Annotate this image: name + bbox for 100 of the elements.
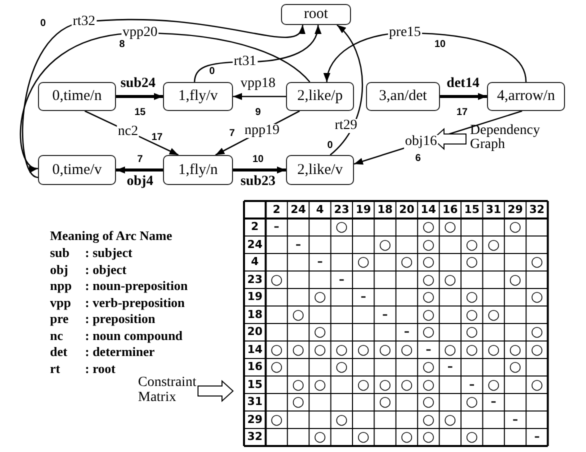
circle-mark: ○ bbox=[422, 396, 435, 408]
circle-mark: ○ bbox=[336, 344, 348, 356]
arc-meaning: : noun-preposition bbox=[85, 278, 188, 293]
circle-mark: ○ bbox=[378, 396, 392, 408]
circle-mark: ○ bbox=[422, 221, 435, 234]
circle-mark: ○ bbox=[444, 414, 456, 426]
dash-mark: – bbox=[404, 326, 410, 338]
row-header: 14 bbox=[247, 344, 262, 356]
row-header: 31 bbox=[247, 396, 262, 408]
circle-mark: ○ bbox=[422, 431, 435, 444]
circle-mark: ○ bbox=[422, 291, 435, 304]
circle-mark: ○ bbox=[378, 378, 392, 391]
circle-mark: ○ bbox=[400, 344, 413, 356]
circle-mark: ○ bbox=[292, 378, 304, 391]
row-header: 29 bbox=[247, 414, 262, 426]
circle-mark: ○ bbox=[314, 291, 326, 304]
edge-label: rt32 bbox=[72, 15, 96, 29]
column-header: 16 bbox=[442, 204, 458, 216]
row-header: 2 bbox=[251, 221, 259, 234]
row-header: 19 bbox=[247, 291, 262, 304]
circle-mark: ○ bbox=[314, 344, 326, 356]
dash-mark: – bbox=[426, 344, 432, 356]
circle-mark: ○ bbox=[487, 308, 500, 321]
circle-mark: ○ bbox=[357, 431, 370, 444]
row-header: 23 bbox=[247, 274, 262, 286]
column-header: 4 bbox=[316, 204, 324, 216]
row-header: 15 bbox=[247, 378, 262, 391]
circle-mark: ○ bbox=[270, 361, 283, 374]
circle-mark: ○ bbox=[466, 431, 478, 444]
column-header: 31 bbox=[486, 204, 502, 216]
circle-mark: ○ bbox=[509, 221, 522, 234]
dash-mark: – bbox=[317, 256, 323, 268]
arc-abbreviation: vpp bbox=[50, 294, 71, 310]
row-header: 24 bbox=[247, 238, 262, 251]
arc-abbreviation: det bbox=[50, 344, 68, 359]
arc-abbreviation: nc bbox=[50, 328, 63, 342]
column-header: 2 bbox=[272, 204, 280, 216]
circle-mark: ○ bbox=[422, 308, 435, 321]
circle-mark: ○ bbox=[336, 414, 348, 426]
column-header: 29 bbox=[508, 204, 523, 216]
circle-mark: ○ bbox=[314, 326, 326, 338]
column-header: 19 bbox=[356, 204, 371, 216]
word-node: 4,arrow/n bbox=[487, 82, 565, 111]
circle-mark: ○ bbox=[466, 256, 478, 268]
circle-mark: ○ bbox=[336, 221, 348, 234]
circle-mark: ○ bbox=[400, 378, 413, 391]
circle-mark: ○ bbox=[487, 238, 500, 251]
circle-mark: ○ bbox=[422, 378, 435, 391]
dash-mark: – bbox=[382, 308, 388, 321]
column-header: 32 bbox=[529, 204, 545, 216]
circle-mark: ○ bbox=[509, 344, 522, 356]
circle-mark: ○ bbox=[400, 431, 413, 444]
graph-caption: Dependency Graph bbox=[470, 124, 541, 152]
dash-mark: – bbox=[490, 396, 496, 408]
dash-mark: – bbox=[534, 431, 540, 444]
circle-mark: ○ bbox=[509, 361, 522, 374]
arc-weight: 0 bbox=[40, 19, 46, 29]
circle-mark: ○ bbox=[466, 308, 478, 321]
circle-mark: ○ bbox=[530, 291, 544, 304]
circle-mark: ○ bbox=[487, 378, 500, 391]
word-node: root bbox=[281, 4, 351, 25]
circle-mark: ○ bbox=[314, 378, 326, 391]
arc-meaning: : object bbox=[85, 262, 127, 276]
circle-mark: ○ bbox=[357, 378, 370, 391]
dash-mark: – bbox=[447, 361, 453, 374]
circle-mark: ○ bbox=[270, 344, 283, 356]
column-header: 14 bbox=[420, 204, 436, 216]
circle-mark: ○ bbox=[530, 378, 544, 391]
arrow bbox=[330, 24, 364, 156]
arc-abbreviation: rt bbox=[50, 360, 60, 376]
circle-mark: ○ bbox=[292, 344, 304, 356]
arc-meaning: : verb-preposition bbox=[85, 294, 185, 310]
word-node: 3,an/det bbox=[366, 82, 440, 111]
circle-mark: ○ bbox=[314, 431, 326, 444]
arc-weight: 17 bbox=[456, 108, 468, 118]
arrow bbox=[440, 93, 487, 100]
row-header: 4 bbox=[251, 256, 259, 268]
circle-mark: ○ bbox=[422, 361, 435, 374]
column-header: 18 bbox=[377, 204, 393, 216]
arc-abbreviation: sub bbox=[50, 245, 70, 260]
circle-mark: ○ bbox=[422, 414, 435, 426]
column-header: 23 bbox=[334, 204, 350, 216]
circle-mark: ○ bbox=[466, 326, 478, 338]
dash-mark: – bbox=[469, 378, 475, 391]
arc-abbreviation: obj bbox=[50, 262, 68, 276]
circle-mark: ○ bbox=[466, 291, 478, 304]
arc-weight: 0 bbox=[327, 141, 333, 151]
legend-heading: Meaning of Arc Name bbox=[50, 228, 172, 243]
circle-mark: ○ bbox=[400, 256, 413, 268]
circle-mark: ○ bbox=[444, 344, 456, 356]
circle-mark: ○ bbox=[530, 326, 544, 338]
circle-mark: ○ bbox=[466, 238, 478, 251]
circle-mark: ○ bbox=[292, 308, 304, 321]
circle-mark: ○ bbox=[530, 256, 544, 268]
circle-mark: ○ bbox=[422, 238, 435, 251]
arc-meaning: : preposition bbox=[85, 311, 156, 326]
circle-mark: ○ bbox=[530, 344, 544, 356]
column-header: 24 bbox=[290, 204, 306, 216]
circle-mark: ○ bbox=[444, 274, 456, 286]
dash-mark: – bbox=[338, 274, 344, 286]
